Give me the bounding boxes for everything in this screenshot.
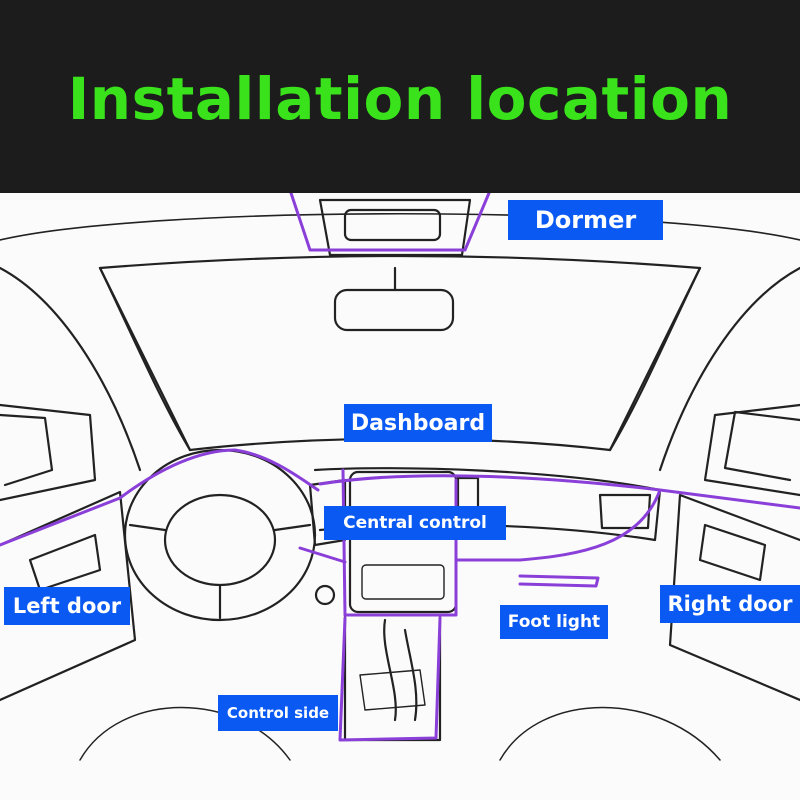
screen-light-strip [341,468,458,617]
center-dash-light-strip [318,474,800,510]
overhead-console [318,198,472,257]
roof-line [0,212,800,241]
foot-light-label: Foot light [500,605,608,639]
central-control-label: Central control [324,506,506,540]
right-side-window [703,403,800,497]
left-dash-light-strip [0,448,320,547]
gear-shifter [383,618,418,722]
right-side-mirror [723,410,800,482]
rear-view-mirror [333,288,455,332]
central-screen [348,470,458,614]
climate-controls [361,564,445,600]
control-side-light-strip [338,616,442,742]
right-door-panel [668,493,800,702]
right-air-vent [598,493,652,530]
dormer-light-strip [289,193,491,252]
start-button [314,584,336,606]
steering-spokes [128,523,312,620]
right-door-label: Right door [660,585,800,623]
car-interior-sketch [0,193,800,761]
left-seat [79,706,291,761]
left-pillar-inner [98,266,192,452]
left-side-mirror [0,413,54,487]
car-interior-illustration: Dormer Dashboard Central control Left do… [0,193,800,800]
dome-light [343,208,442,242]
right-pillar-inner [608,266,702,452]
lower-dash-right-strip [454,488,662,562]
page-title: Installation location [67,64,733,133]
right-seat [499,706,721,761]
console-controls [359,669,426,711]
foot-light-strip [518,574,600,588]
left-door-handle [28,533,102,592]
left-side-window [0,403,97,502]
steering-wheel-inner [163,493,277,587]
lower-dash-left-strip [298,546,347,564]
control-side-label: Control side [218,695,338,731]
dormer-label: Dormer [508,200,663,240]
right-a-pillar [658,266,800,472]
dashboard-label: Dashboard [344,404,492,442]
right-door-handle [698,523,767,582]
left-door-panel [0,490,137,702]
header-bar: Installation location [0,0,800,193]
left-door-label: Left door [4,587,130,625]
left-a-pillar [0,266,142,472]
